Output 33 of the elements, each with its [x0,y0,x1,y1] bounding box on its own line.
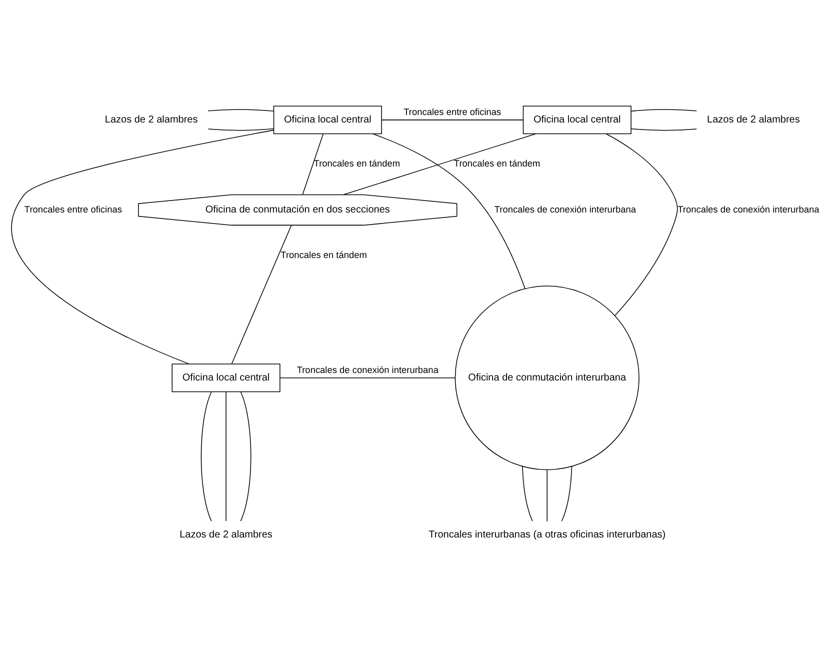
node-circle: Oficina de conmutación interurbana [454,285,640,470]
edge-label: Troncales en tándem [454,158,540,168]
edge-label: Troncales entre oficinas [404,106,502,117]
connector [343,132,536,195]
connector [280,376,456,378]
node-text: Lazos de 2 alambres [707,114,800,126]
connector [231,224,292,364]
edge-label: Troncales en tándem [314,158,400,168]
connector [630,108,698,111]
connector [372,133,526,289]
connector [561,465,572,521]
node-box: Oficina local central [522,105,632,134]
connector [11,129,274,364]
connector [606,133,678,316]
edge-label: Troncales de conexión interurbana [678,204,820,214]
connector [522,465,533,521]
connector [208,108,274,111]
edge-label: Troncales de conexión interurbana [296,364,438,374]
connector [546,468,548,522]
node-text: Lazos de 2 alambres [180,529,272,540]
node-box: Oficina local central [172,363,280,392]
connector [381,119,524,120]
edge-label: Troncales en tándem [280,250,367,260]
connector [200,391,212,521]
node-text: Troncales interurbanas (a otras oficinas interurbanas) [428,529,666,540]
edge-label: Troncales entre oficinas [24,204,122,214]
node-text: Lazos de 2 alambres [104,114,198,126]
connector [240,391,252,521]
edge-label: Troncales de conexión interurbana [494,204,636,214]
connector [302,133,324,194]
connector [630,128,698,130]
node-box: Oficina local central [273,105,382,134]
connector [208,128,274,130]
